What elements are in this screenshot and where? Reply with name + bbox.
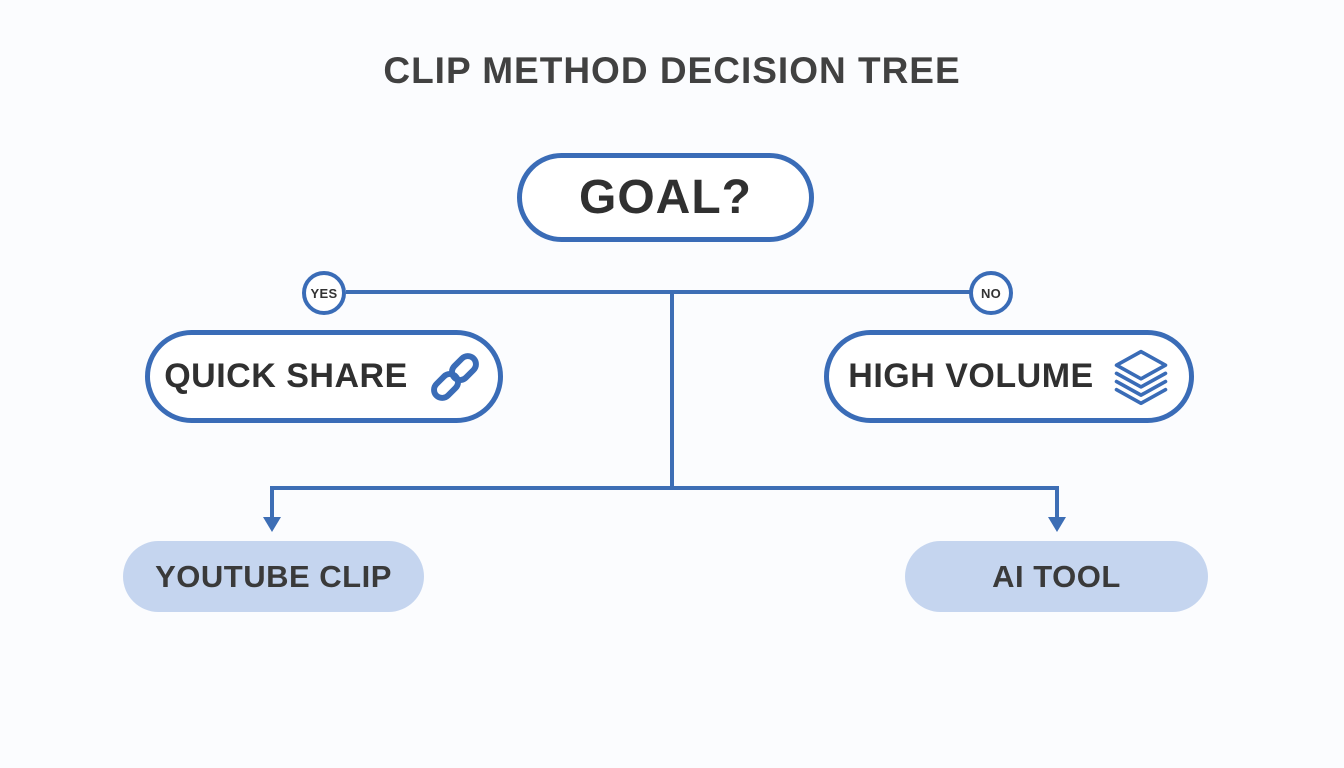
goal-label: GOAL? — [579, 171, 752, 224]
layers-icon — [1112, 348, 1170, 406]
goal-node: GOAL? — [517, 153, 814, 242]
no-branch-label: NO — [980, 285, 1002, 301]
left-down-arrow — [263, 517, 281, 532]
lower-connector-line — [270, 486, 1059, 490]
yes-branch-label: YES — [310, 285, 338, 301]
youtube-clip-node: YOUTUBE CLIP — [123, 541, 424, 612]
ai-tool-node: AI TOOL — [905, 541, 1208, 612]
link-icon — [426, 348, 484, 406]
right-arrow-stem — [1055, 486, 1059, 519]
left-arrow-stem — [270, 486, 274, 519]
branch-connector-line — [346, 290, 970, 294]
quick-share-node: QUICK SHARE — [145, 330, 503, 423]
no-branch-badge: NO — [969, 271, 1013, 315]
diagram-title: CLIP METHOD DECISION TREE — [383, 50, 961, 91]
quick-share-label: QUICK SHARE — [164, 357, 408, 395]
youtube-clip-label: YOUTUBE CLIP — [155, 558, 392, 594]
yes-branch-badge: YES — [302, 271, 346, 315]
high-volume-label: HIGH VOLUME — [848, 357, 1094, 395]
right-down-arrow — [1048, 517, 1066, 532]
center-vertical-line — [670, 290, 674, 490]
high-volume-node: HIGH VOLUME — [824, 330, 1194, 423]
ai-tool-label: AI TOOL — [992, 558, 1121, 594]
